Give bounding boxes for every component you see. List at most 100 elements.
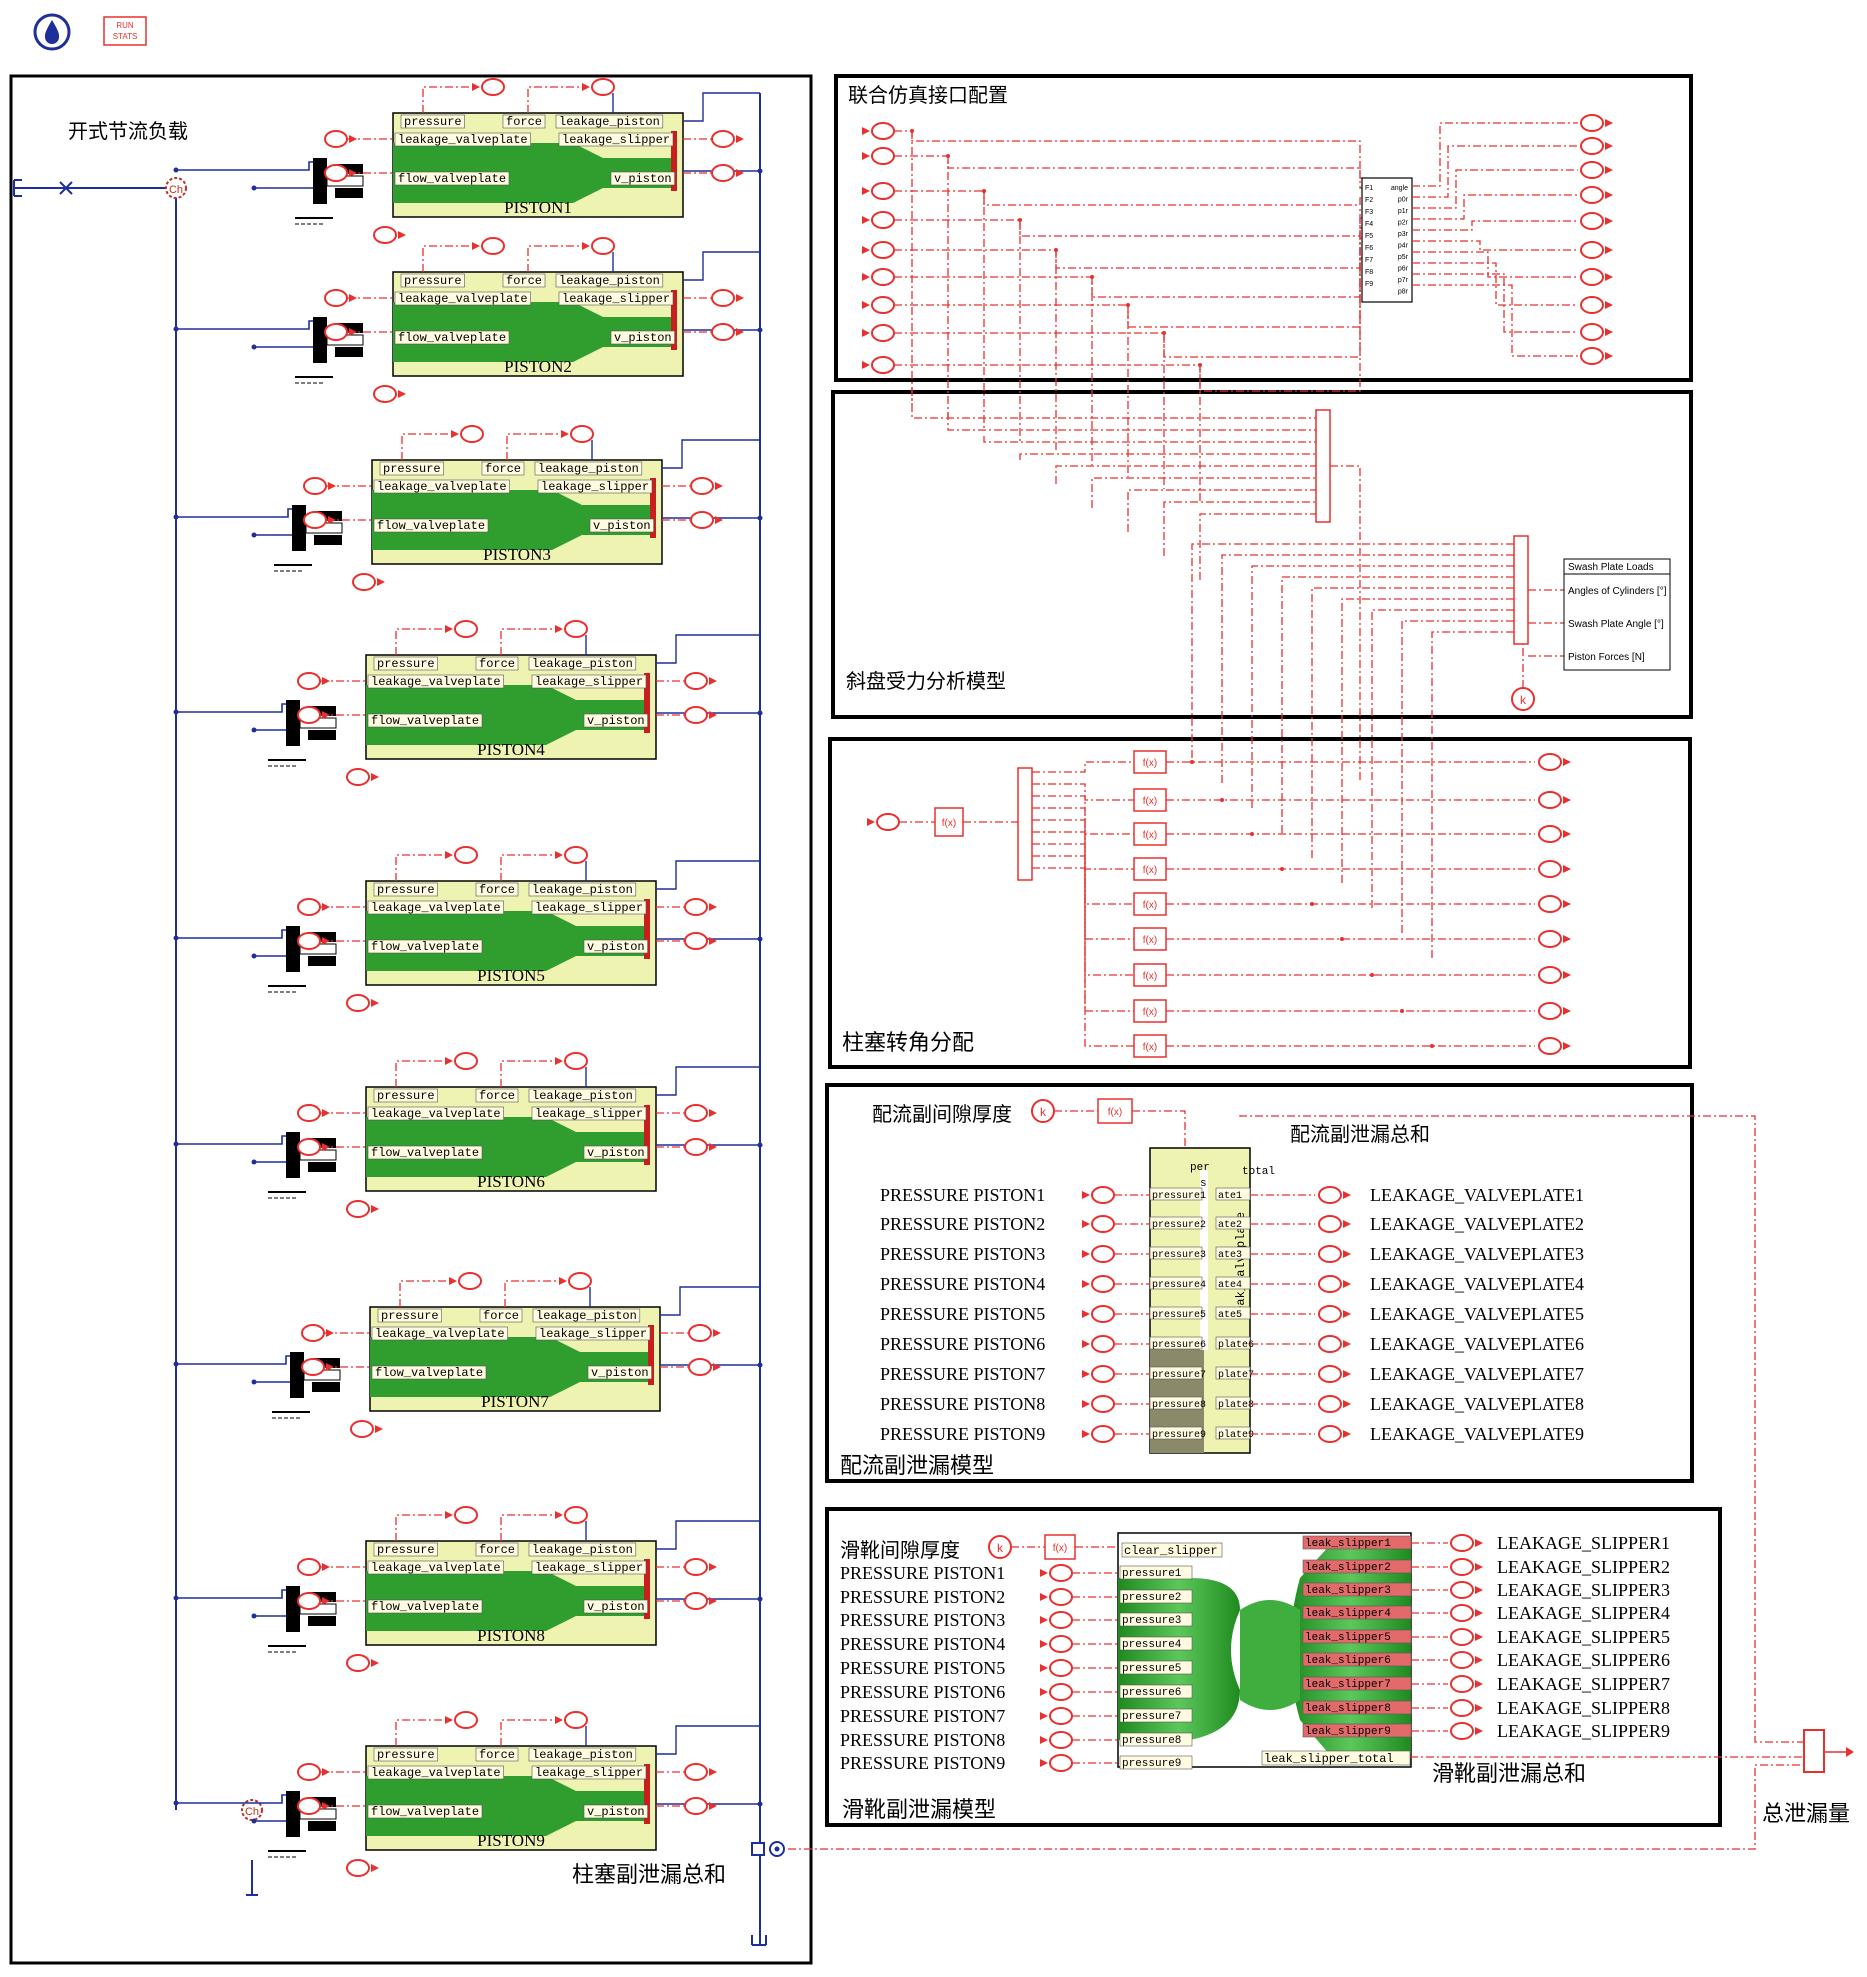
function-block[interactable]: f(x): [1133, 999, 1167, 1023]
vp-input-port-1[interactable]: [1082, 1186, 1115, 1204]
sl-output-port-4[interactable]: [1450, 1604, 1483, 1622]
leak-valveplate-port[interactable]: [297, 898, 330, 916]
sl-input-port-4[interactable]: [1040, 1635, 1073, 1653]
function-block[interactable]: f(x): [1044, 1534, 1076, 1560]
function-block[interactable]: f(x): [1133, 927, 1167, 951]
cosim-output-port-3[interactable]: [1580, 161, 1613, 179]
vp-output-port-6[interactable]: [1318, 1335, 1351, 1353]
sl-input-port-6[interactable]: [1040, 1683, 1073, 1701]
vp-input-port-8[interactable]: [1082, 1395, 1115, 1413]
sl-output-port-3[interactable]: [1450, 1581, 1483, 1599]
vp-input-port-6[interactable]: [1082, 1335, 1115, 1353]
swash-k-constant[interactable]: k: [1511, 687, 1535, 711]
pressure-port[interactable]: [472, 237, 505, 255]
function-block[interactable]: f(x): [1133, 892, 1167, 916]
angle-demux[interactable]: [1017, 767, 1033, 881]
angle-input-port[interactable]: [867, 813, 900, 831]
angle-port[interactable]: [346, 1654, 379, 1672]
angle-port[interactable]: [350, 1420, 383, 1438]
force-port[interactable]: [582, 237, 615, 255]
leak-valveplate-port[interactable]: [297, 1558, 330, 1576]
cosim-input-port-9[interactable]: [862, 356, 895, 374]
angle-port[interactable]: [346, 1200, 379, 1218]
pressure-port[interactable]: [451, 425, 484, 443]
force-port[interactable]: [582, 78, 615, 96]
function-block[interactable]: f(x): [1133, 788, 1167, 812]
cosim-input-port-7[interactable]: [862, 296, 895, 314]
function-block[interactable]: f(x): [1133, 1034, 1167, 1058]
sl-output-port-9[interactable]: [1450, 1722, 1483, 1740]
angle-output-port-4[interactable]: [1538, 860, 1571, 878]
function-block[interactable]: f(x): [1133, 857, 1167, 881]
cosim-output-port-7[interactable]: [1580, 268, 1613, 286]
cosim-input-port-4[interactable]: [862, 211, 895, 229]
vp-input-port-2[interactable]: [1082, 1215, 1115, 1233]
vp-output-port-8[interactable]: [1318, 1395, 1351, 1413]
sl-output-port-5[interactable]: [1450, 1628, 1483, 1646]
sl-output-port-1[interactable]: [1450, 1534, 1483, 1552]
leak-slipper-port[interactable]: [684, 672, 717, 690]
function-block[interactable]: f(x): [1133, 750, 1167, 774]
slipper-block[interactable]: clear_slipperleak_slipper_totalpressure1…: [1117, 1532, 1412, 1770]
angle-port[interactable]: [352, 573, 385, 591]
sl-input-port-8[interactable]: [1040, 1731, 1073, 1749]
sl-output-port-7[interactable]: [1450, 1675, 1483, 1693]
pressure-port[interactable]: [472, 78, 505, 96]
sl-input-port-2[interactable]: [1040, 1588, 1073, 1606]
cosim-input-port-3[interactable]: [862, 182, 895, 200]
vp-output-port-9[interactable]: [1318, 1425, 1351, 1443]
pressure-port[interactable]: [449, 1272, 482, 1290]
cosim-input-port-8[interactable]: [862, 324, 895, 342]
flow-port[interactable]: [297, 1592, 330, 1610]
pressure-port[interactable]: [445, 1052, 478, 1070]
function-block[interactable]: f(x): [934, 807, 964, 837]
angle-output-port-6[interactable]: [1538, 930, 1571, 948]
pressure-port[interactable]: [445, 1711, 478, 1729]
angle-output-port-3[interactable]: [1538, 825, 1571, 843]
vp-k-constant[interactable]: k: [1031, 1099, 1055, 1123]
leak-slipper-port[interactable]: [684, 898, 717, 916]
v-piston-port[interactable]: [684, 932, 717, 950]
run-stats-button[interactable]: RUN STATS: [103, 16, 147, 46]
droplet-icon[interactable]: [33, 13, 71, 51]
sl-output-port-8[interactable]: [1450, 1699, 1483, 1717]
v-piston-port[interactable]: [711, 164, 744, 182]
swash-mux-2[interactable]: [1513, 535, 1529, 645]
vp-input-port-7[interactable]: [1082, 1365, 1115, 1383]
angle-output-port-8[interactable]: [1538, 1002, 1571, 1020]
leak-slipper-port[interactable]: [711, 289, 744, 307]
vp-input-port-5[interactable]: [1082, 1305, 1115, 1323]
angle-output-port-1[interactable]: [1538, 753, 1571, 771]
vp-input-port-4[interactable]: [1082, 1275, 1115, 1293]
angle-output-port-2[interactable]: [1538, 791, 1571, 809]
cosim-input-port-2[interactable]: [862, 147, 895, 165]
cosim-output-port-8[interactable]: [1580, 296, 1613, 314]
angle-output-port-9[interactable]: [1538, 1037, 1571, 1055]
leak-slipper-port[interactable]: [684, 1763, 717, 1781]
v-piston-port[interactable]: [684, 1592, 717, 1610]
pressure-port[interactable]: [445, 1506, 478, 1524]
sl-input-port-3[interactable]: [1040, 1611, 1073, 1629]
function-block[interactable]: f(x): [1133, 822, 1167, 846]
leak-slipper-port[interactable]: [688, 1324, 721, 1342]
sl-input-port-5[interactable]: [1040, 1659, 1073, 1677]
cosim-output-port-1[interactable]: [1580, 114, 1613, 132]
force-port[interactable]: [555, 846, 588, 864]
leak-slipper-port[interactable]: [684, 1558, 717, 1576]
cosim-output-port-2[interactable]: [1580, 137, 1613, 155]
vp-output-port-3[interactable]: [1318, 1245, 1351, 1263]
v-piston-port[interactable]: [688, 1358, 721, 1376]
sl-output-port-6[interactable]: [1450, 1651, 1483, 1669]
vp-output-port-2[interactable]: [1318, 1215, 1351, 1233]
vp-output-port-7[interactable]: [1318, 1365, 1351, 1383]
angle-port[interactable]: [373, 226, 406, 244]
vp-input-port-9[interactable]: [1082, 1425, 1115, 1443]
cosim-output-port-9[interactable]: [1580, 323, 1613, 341]
v-piston-port[interactable]: [690, 511, 723, 529]
leak-valveplate-port[interactable]: [324, 130, 357, 148]
